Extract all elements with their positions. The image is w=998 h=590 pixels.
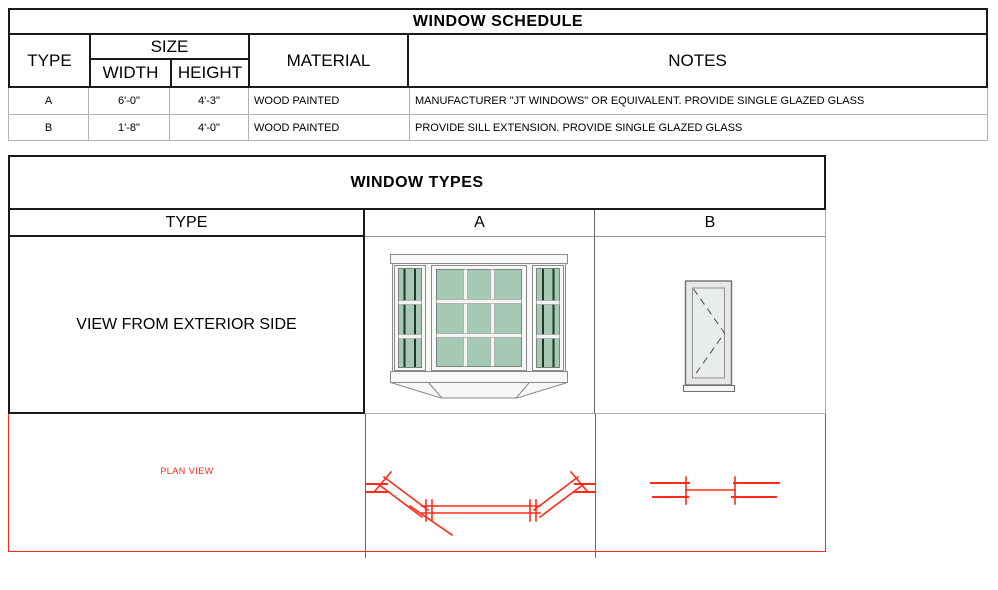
exterior-view-label: VIEW FROM EXTERIOR SIDE — [76, 315, 297, 333]
casement-window-plan-drawing — [650, 476, 780, 505]
plan-view-label-cell: PLAN VIEW — [8, 414, 365, 552]
row-b-width-cell: 1'-8" — [89, 115, 170, 141]
window-b-plan-cell — [595, 414, 826, 552]
window-types-title: WINDOW TYPES — [8, 155, 826, 210]
row-b-notes-cell: PROVIDE SILL EXTENSION. PROVIDE SINGLE G… — [415, 122, 743, 134]
header-material: MATERIAL — [250, 35, 409, 86]
row-a-notes-cell: MANUFACTURER "JT WINDOWS" OR EQUIVALENT.… — [415, 95, 865, 107]
plan-grid-tick-right — [595, 551, 596, 558]
row-b-height-cell: 4'-0" — [170, 115, 249, 141]
window-schedule-header-row: TYPE SIZE WIDTH HEIGHT MATERIAL NOTES — [8, 33, 988, 88]
row-a-material-cell: WOOD PAINTED — [249, 88, 410, 114]
header-type: TYPE — [10, 35, 91, 86]
schedule-row-b: B 1'-8" 4'-0" WOOD PAINTED PROVIDE SILL … — [9, 115, 987, 141]
row-a-width-cell: 6'-0" — [89, 88, 170, 114]
types-header-type: TYPE — [8, 210, 365, 237]
window-a-elevation-cell — [365, 237, 595, 414]
schedule-row-a: A 6'-0" 4'-3" WOOD PAINTED MANUFACTURER … — [9, 88, 987, 115]
row-a-height-cell: 4'-3" — [170, 88, 249, 114]
window-a-plan-cell — [365, 414, 596, 552]
casement-window-elevation-drawing — [683, 280, 735, 392]
types-header-b: B — [595, 210, 826, 237]
row-b-type-cell: B — [9, 115, 89, 141]
header-width: WIDTH — [91, 60, 172, 86]
header-notes: NOTES — [668, 50, 727, 70]
header-height: HEIGHT — [177, 63, 243, 82]
bay-window-plan-drawing — [366, 470, 596, 537]
exterior-view-label-cell: VIEW FROM EXTERIOR SIDE — [8, 237, 365, 414]
row-b-material-cell: WOOD PAINTED — [249, 115, 410, 141]
bay-window-elevation-drawing — [390, 254, 568, 399]
plan-view-label: PLAN VIEW — [160, 466, 214, 476]
plan-grid-tick-left — [365, 551, 366, 558]
header-size-group: SIZE WIDTH HEIGHT — [91, 35, 250, 86]
window-schedule-title: WINDOW SCHEDULE — [8, 8, 988, 33]
header-size: SIZE — [91, 35, 248, 60]
row-a-type-cell: A — [9, 88, 89, 114]
window-schedule-body: A 6'-0" 4'-3" WOOD PAINTED MANUFACTURER … — [8, 88, 988, 141]
types-header-a: A — [365, 210, 595, 237]
window-b-elevation-cell — [595, 237, 826, 414]
